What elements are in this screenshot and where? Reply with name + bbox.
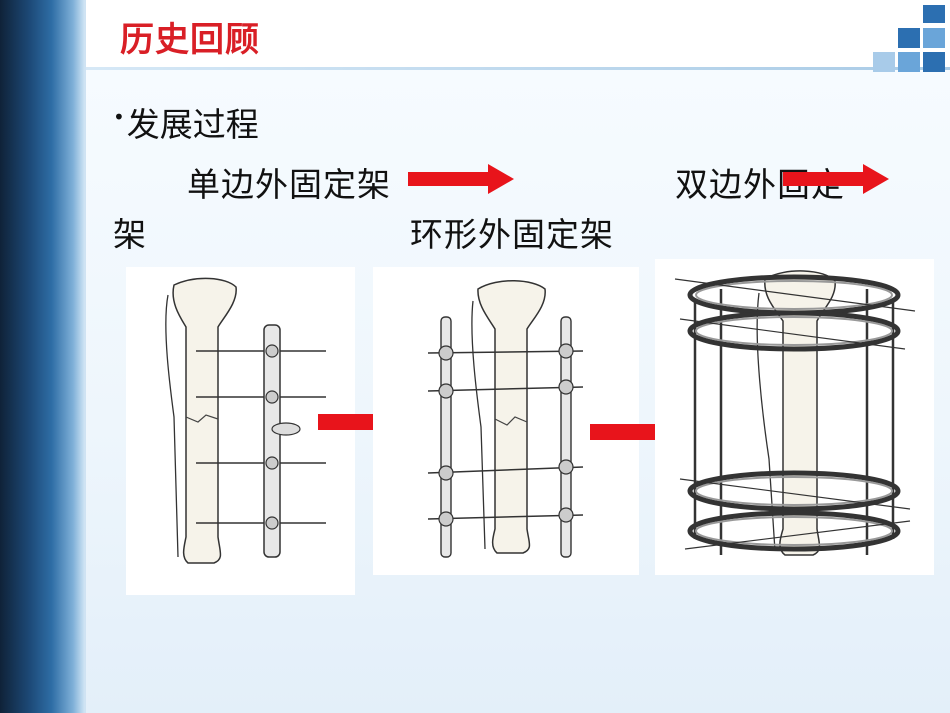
bilateral-fixator-image bbox=[373, 267, 639, 575]
slide-title: 历史回顾 bbox=[120, 20, 260, 60]
unilateral-fixator-image bbox=[126, 267, 355, 595]
bullet-item: •发展过程 bbox=[113, 98, 259, 146]
bullet-dot: • bbox=[113, 105, 125, 129]
stage1-label: 单边外固定架 bbox=[187, 165, 391, 204]
bullet-text: 发展过程 bbox=[126, 105, 259, 144]
stage3-label: 环形外固定架 bbox=[410, 215, 614, 254]
title-band bbox=[86, 0, 950, 70]
ring-fixator-image bbox=[655, 259, 934, 575]
stage2-label-tail: 架 bbox=[113, 215, 146, 254]
left-decor-bar bbox=[0, 0, 86, 713]
right-arrow-icon bbox=[408, 164, 514, 194]
right-arrow-icon bbox=[783, 164, 889, 194]
